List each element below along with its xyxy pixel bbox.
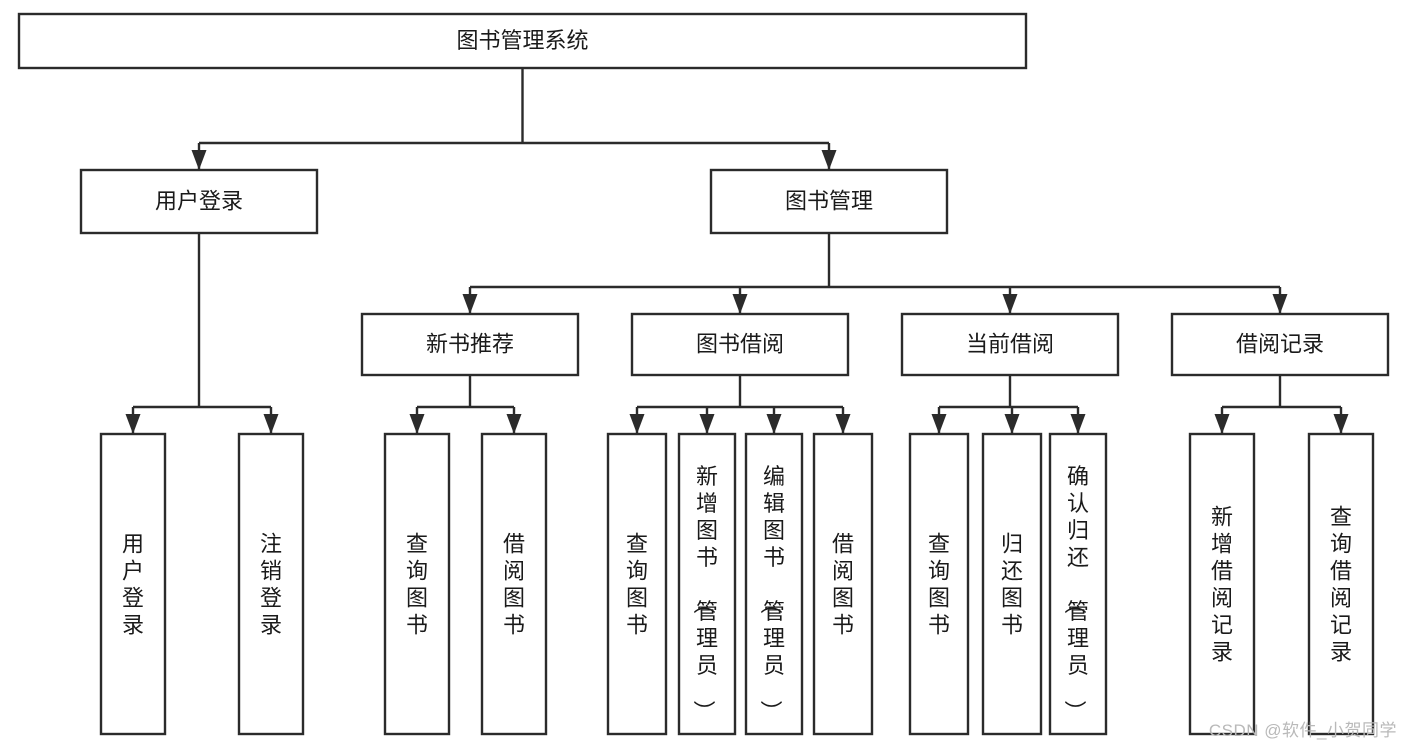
node-user-login[interactable]: 用户登录	[79, 168, 319, 235]
node-borrow-book-recommend[interactable]: 借阅图书	[480, 432, 548, 736]
node-user-login-box[interactable]	[79, 168, 319, 235]
node-query-borrow-record-label: 查询借阅记录	[1330, 505, 1352, 665]
node-login-user-box[interactable]	[99, 432, 167, 736]
node-add-borrow-record-box[interactable]	[1188, 432, 1256, 736]
node-logout-user[interactable]: 注销登录	[237, 432, 305, 736]
arrow-head-icon	[766, 414, 782, 434]
node-root[interactable]: 图书管理系统	[17, 12, 1028, 70]
edges-from-book-borrow	[629, 375, 851, 434]
edges-from-new-book-recommend	[409, 375, 522, 434]
node-book-management[interactable]: 图书管理	[709, 168, 949, 235]
node-confirm-return-admin-box[interactable]	[1048, 432, 1108, 736]
node-user-login-label: 用户登录	[155, 188, 243, 213]
arrow-head-icon	[931, 414, 947, 434]
node-query-book-borrow-box[interactable]	[606, 432, 668, 736]
arrow-head-icon	[629, 414, 645, 434]
node-current-borrow-label: 当前借阅	[966, 331, 1054, 356]
arrow-head-icon	[1070, 414, 1086, 434]
node-layer: 图书管理系统用户登录图书管理新书推荐图书借阅当前借阅借阅记录用户登录注销登录查询…	[17, 12, 1390, 736]
node-query-book-recommend-box[interactable]	[383, 432, 451, 736]
node-query-book-current[interactable]: 查询图书	[908, 432, 970, 736]
node-query-book-borrow[interactable]: 查询图书	[606, 432, 668, 736]
arrow-head-icon	[1002, 294, 1018, 314]
arrow-head-icon	[462, 294, 478, 314]
node-current-borrow-box[interactable]	[900, 312, 1120, 377]
node-edit-book-admin-label: 编辑图书（管理员）	[758, 464, 785, 722]
node-edit-book-admin-box[interactable]	[744, 432, 804, 736]
node-borrow-book-action[interactable]: 借阅图书	[812, 432, 874, 736]
arrow-head-icon	[1004, 414, 1020, 434]
node-root-label: 图书管理系统	[456, 28, 588, 53]
arrow-head-icon	[1272, 294, 1288, 314]
arrow-head-icon	[506, 414, 522, 434]
node-login-user-label: 用户登录	[122, 532, 144, 638]
node-query-book-current-label: 查询图书	[928, 532, 950, 638]
node-borrow-book-recommend-label: 借阅图书	[503, 532, 525, 638]
node-confirm-return-admin[interactable]: 确认归还（管理员）	[1048, 432, 1108, 736]
node-confirm-return-admin-label: 确认归还（管理员）	[1062, 464, 1089, 722]
node-edit-book-admin[interactable]: 编辑图书（管理员）	[744, 432, 804, 736]
arrow-head-icon	[125, 414, 141, 434]
edges-from-user-login	[125, 233, 279, 434]
node-query-book-recommend-label: 查询图书	[406, 532, 428, 638]
node-query-book-recommend[interactable]: 查询图书	[383, 432, 451, 736]
node-query-book-borrow-label: 查询图书	[626, 532, 648, 638]
node-query-book-current-box[interactable]	[908, 432, 970, 736]
node-query-borrow-record-box[interactable]	[1307, 432, 1375, 736]
node-add-book-admin-label: 新增图书（管理员）	[691, 464, 718, 722]
node-current-borrow[interactable]: 当前借阅	[900, 312, 1120, 377]
edges-from-book-management	[462, 233, 1288, 314]
node-book-borrow[interactable]: 图书借阅	[630, 312, 850, 377]
node-borrow-records-label: 借阅记录	[1236, 331, 1324, 356]
connector-layer	[125, 68, 1349, 434]
node-add-book-admin-box[interactable]	[677, 432, 737, 736]
node-new-book-recommend-label: 新书推荐	[426, 331, 514, 356]
edges-from-current-borrow	[931, 375, 1086, 434]
node-query-borrow-record[interactable]: 查询借阅记录	[1307, 432, 1375, 736]
node-return-book-label: 归还图书	[1001, 532, 1023, 638]
node-add-borrow-record-label: 新增借阅记录	[1211, 505, 1233, 665]
arrow-head-icon	[409, 414, 425, 434]
edges-from-root	[191, 68, 837, 170]
node-add-book-admin[interactable]: 新增图书（管理员）	[677, 432, 737, 736]
node-return-book[interactable]: 归还图书	[981, 432, 1043, 736]
node-root-box[interactable]	[17, 12, 1028, 70]
node-new-book-recommend-box[interactable]	[360, 312, 580, 377]
node-borrow-book-action-box[interactable]	[812, 432, 874, 736]
node-login-user[interactable]: 用户登录	[99, 432, 167, 736]
node-logout-user-label: 注销登录	[260, 532, 282, 638]
arrow-head-icon	[732, 294, 748, 314]
node-book-borrow-box[interactable]	[630, 312, 850, 377]
node-book-borrow-label: 图书借阅	[696, 331, 784, 356]
node-book-management-label: 图书管理	[785, 188, 873, 213]
edges-from-borrow-records	[1214, 375, 1349, 434]
node-borrow-book-recommend-box[interactable]	[480, 432, 548, 736]
node-new-book-recommend[interactable]: 新书推荐	[360, 312, 580, 377]
node-add-borrow-record[interactable]: 新增借阅记录	[1188, 432, 1256, 736]
node-return-book-box[interactable]	[981, 432, 1043, 736]
node-borrow-records-box[interactable]	[1170, 312, 1390, 377]
arrow-head-icon	[1214, 414, 1230, 434]
arrow-head-icon	[1333, 414, 1349, 434]
node-borrow-book-action-label: 借阅图书	[832, 532, 854, 638]
arrow-head-icon	[821, 150, 837, 170]
arrow-head-icon	[191, 150, 207, 170]
node-logout-user-box[interactable]	[237, 432, 305, 736]
arrow-head-icon	[699, 414, 715, 434]
arrow-head-icon	[835, 414, 851, 434]
node-book-management-box[interactable]	[709, 168, 949, 235]
node-borrow-records[interactable]: 借阅记录	[1170, 312, 1390, 377]
arrow-head-icon	[263, 414, 279, 434]
